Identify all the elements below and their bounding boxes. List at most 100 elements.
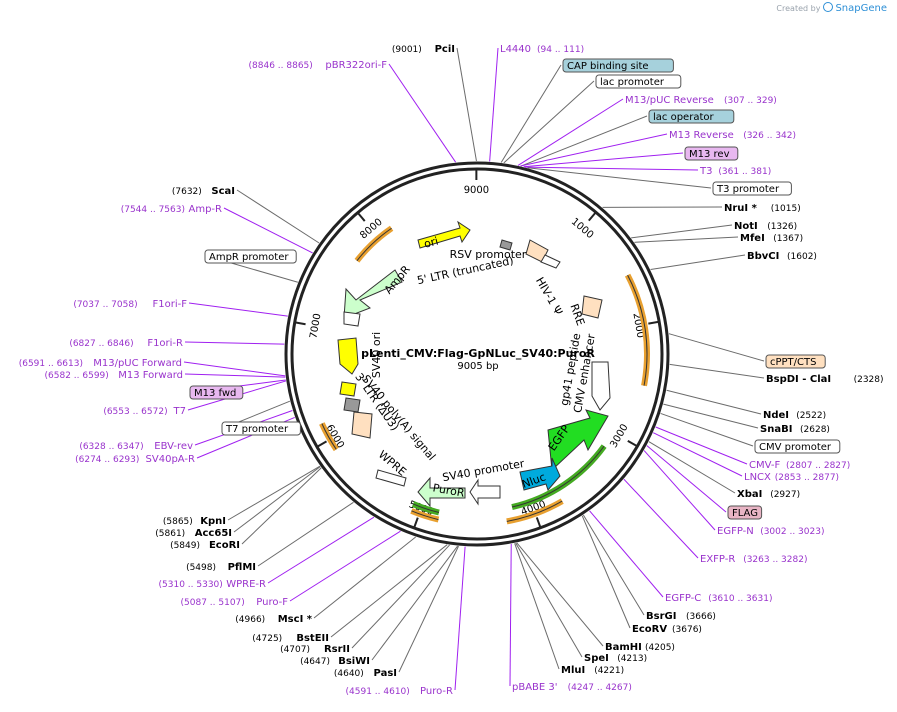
label-m13-reverse[interactable]: M13 Reverse (669, 130, 734, 141)
label-lac-promoter[interactable]: lac promoter (600, 77, 665, 88)
label-snabi[interactable]: SnaBI (760, 424, 792, 435)
label-l4440[interactable]: L4440 (500, 44, 531, 55)
ampr-promoter-feature (343, 311, 361, 327)
label-ecorv[interactable]: EcoRV (632, 624, 667, 635)
ruler-label: 1000 (569, 216, 596, 241)
label-t7[interactable]: T7 (173, 406, 186, 417)
leader-line (655, 426, 748, 465)
label-cppt-cts[interactable]: cPPT/CTS (770, 357, 816, 368)
label-pos-exfp-r: (3263 .. 3282) (743, 555, 807, 565)
label-ampr-promoter[interactable]: AmpR promoter (209, 252, 289, 263)
inner-label-sv40-ori: SV40 ori (370, 332, 383, 378)
label-box-t7-promoter (221, 421, 301, 436)
label-puro-f[interactable]: Puro-F (256, 597, 288, 608)
label-m13-puc-forward[interactable]: M13/pUC Forward (93, 358, 182, 369)
ruler-tick (295, 321, 306, 326)
label-scai[interactable]: ScaI (211, 186, 235, 197)
label-bsteii[interactable]: BstEII (296, 633, 329, 644)
inner-label-rsv-promoter: RSV promoter (450, 248, 527, 261)
label-lac-operator[interactable]: lac operator (653, 112, 714, 123)
label-m13-forward[interactable]: M13 Forward (118, 370, 183, 381)
label-exfp-r[interactable]: EXFP-R (700, 554, 735, 565)
label-sv40pa-r[interactable]: SV40pA-R (146, 454, 195, 465)
inner-label-ori: ori (422, 234, 439, 250)
label-cmv-promoter[interactable]: CMV promoter (759, 442, 832, 453)
label-pbabe-3[interactable]: pBABE 3' (512, 682, 558, 693)
leader-line (589, 510, 664, 598)
label-noti[interactable]: NotI (734, 221, 758, 232)
label-pcii[interactable]: PciI (435, 44, 455, 55)
label-box-t3-promoter (712, 181, 792, 196)
label-f1ori-r[interactable]: F1ori-R (147, 338, 183, 349)
leader-line (648, 441, 736, 494)
label-wpre-r[interactable]: WPRE-R (226, 579, 266, 590)
leader-line (257, 501, 354, 567)
leader-line (516, 542, 604, 647)
label-pasi[interactable]: PasI (374, 668, 397, 679)
label-bsiwi[interactable]: BsiWI (338, 656, 370, 667)
ruler-tick (535, 517, 542, 528)
leader-line (631, 224, 733, 239)
label-pos-lncx: (2853 .. 2877) (775, 473, 839, 483)
leader-line (668, 333, 765, 362)
label-pos-bbvci: (1602) (787, 252, 817, 262)
leader-line (398, 545, 459, 673)
leader-line (660, 412, 754, 447)
label-bsrgi[interactable]: BsrGI (646, 611, 676, 622)
leader-line (646, 445, 727, 513)
leader-line (223, 207, 313, 254)
primer-arc-core (412, 503, 440, 513)
label-cap-binding-site[interactable]: CAP binding site (567, 61, 649, 72)
label-t3[interactable]: T3 (699, 166, 712, 177)
label-xbai[interactable]: XbaI (737, 489, 762, 500)
sv40-polya-feature (343, 397, 361, 413)
label-rsrii[interactable]: RsrII (324, 644, 350, 655)
label-box-cap-binding-site (562, 58, 674, 73)
label-pos-bsrgi: (3666) (686, 612, 716, 622)
label-puro-r[interactable]: Puro-R (420, 686, 453, 697)
label-acc65i[interactable]: Acc65I (195, 528, 232, 539)
leader-line (183, 361, 286, 377)
label-bspdi-clai[interactable]: BspDI - ClaI (766, 374, 831, 385)
leader-line (233, 466, 321, 533)
label-bbvci[interactable]: BbvCI (747, 251, 779, 262)
label-egfp-c[interactable]: EGFP-C (665, 593, 701, 604)
label-pbr322ori-f[interactable]: pBR322ori-F (325, 60, 387, 71)
puror-feature (417, 476, 466, 508)
label-box-cmv-promoter (754, 439, 841, 454)
label-kpni[interactable]: KpnI (200, 516, 226, 527)
ltr-3-feature (351, 411, 373, 439)
inner-label-sv40-promoter: SV40 promoter (441, 457, 526, 484)
label-pflmi[interactable]: PflMI (228, 562, 256, 573)
label-bamhi[interactable]: BamHI (605, 642, 642, 653)
label-pos-ecori: (5849) (170, 541, 200, 551)
label-msci[interactable]: MscI * (278, 614, 313, 625)
plasmid-size: 9005 bp (457, 361, 498, 372)
label-m13-fwd[interactable]: M13 fwd (194, 388, 236, 399)
label-ebv-rev[interactable]: EBV-rev (154, 441, 193, 452)
label-lncx[interactable]: LNCX (744, 472, 771, 483)
label-t3-promoter[interactable]: T3 promoter (716, 184, 780, 195)
primer-arcs (319, 225, 650, 525)
label-pos-puro-r: (4591 .. 4610) (346, 687, 410, 697)
label-m13-puc-reverse[interactable]: M13/pUC Reverse (625, 95, 714, 106)
label-cmv-f[interactable]: CMV-F (749, 460, 780, 471)
label-mfei[interactable]: MfeI (740, 233, 765, 244)
label-ndei[interactable]: NdeI (763, 410, 789, 421)
label-mlui[interactable]: MluI (561, 665, 585, 676)
label-ecori[interactable]: EcoRI (209, 540, 240, 551)
label-m13-rev[interactable]: M13 rev (689, 149, 730, 160)
label-egfp-n[interactable]: EGFP-N (717, 526, 754, 537)
label-t7-promoter[interactable]: T7 promoter (225, 424, 289, 435)
label-amp-r[interactable]: Amp-R (189, 204, 223, 215)
label-f1ori-f[interactable]: F1ori-F (153, 299, 188, 310)
leader-line (650, 254, 746, 271)
label-flag[interactable]: FLAG (732, 508, 758, 519)
label-pos-pbr322ori-f: (8846 .. 8865) (249, 61, 313, 71)
ruler-tick (317, 440, 328, 448)
label-nrui[interactable]: NruI * (724, 203, 758, 214)
leader-line (184, 373, 286, 378)
label-spei[interactable]: SpeI (584, 653, 609, 664)
leader-line (517, 98, 624, 166)
